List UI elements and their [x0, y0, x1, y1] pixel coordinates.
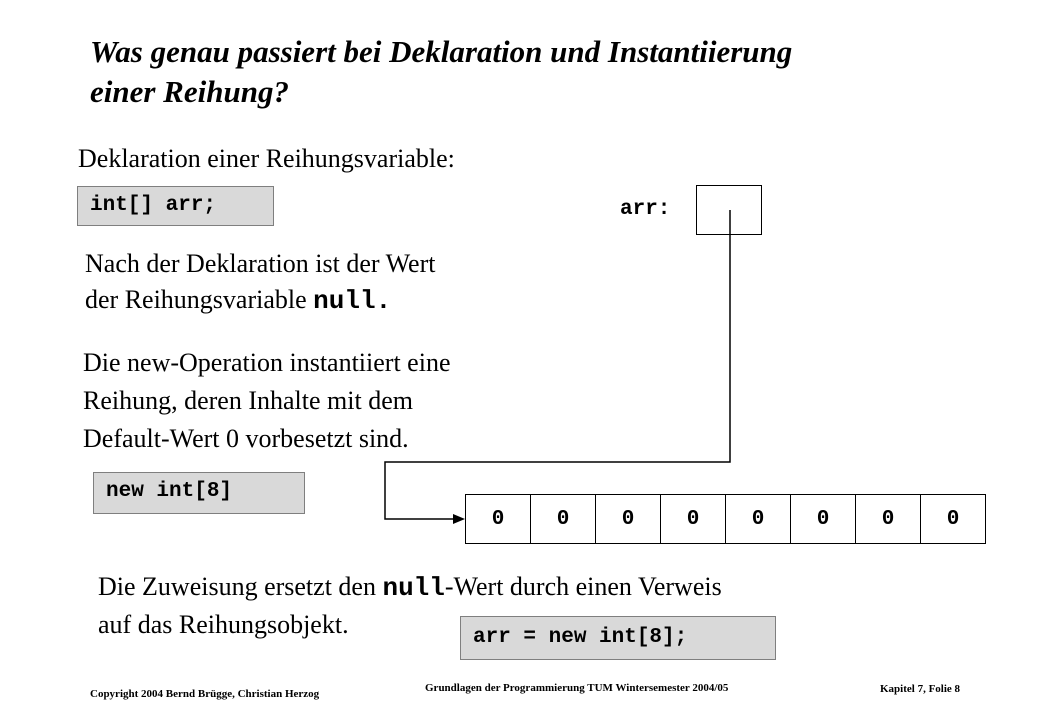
after-declaration-text: der Reihungsvariable	[85, 285, 314, 314]
after-declaration-line2: der Reihungsvariable null.	[85, 283, 391, 318]
footer-slide-ref: Kapitel 7, Folie 8	[880, 683, 961, 695]
null-code: null.	[313, 286, 392, 316]
declaration-heading: Deklaration einer Reihungsvariable:	[78, 144, 455, 173]
new-operation-line3: Default-Wert 0 vorbesetzt sind.	[83, 424, 409, 453]
variable-box	[696, 185, 762, 235]
slide-title: Was genau passiert bei Deklaration und I…	[90, 34, 793, 109]
after-declaration-line1: Nach der Deklaration ist der Wert	[85, 249, 436, 278]
assignment-text-pre: Die Zuweisung ersetzt den	[98, 572, 383, 601]
arrow-line	[384, 210, 731, 520]
code-declaration: int[] arr;	[77, 186, 274, 226]
variable-label: arr:	[620, 198, 671, 221]
code-new-array: new int[8]	[93, 472, 305, 514]
code-assignment: arr = new int[8];	[460, 616, 776, 660]
assignment-line1: Die Zuweisung ersetzt den null-Wert durc…	[98, 570, 722, 605]
footer-copyright: Copyright 2004 Bernd Brügge, Christian H…	[90, 688, 320, 700]
array-cell: 0	[920, 494, 986, 544]
footer-course: Grundlagen der Programmierung TUM Winter…	[425, 682, 729, 694]
new-operation-line2: Reihung, deren Inhalte mit dem	[83, 386, 413, 415]
new-operation-line1: Die new-Operation instantiiert eine	[83, 348, 451, 377]
assignment-line2: auf das Reihungsobjekt.	[98, 610, 349, 639]
arrow-head	[453, 514, 465, 524]
assignment-text-post: -Wert durch einen Verweis	[444, 572, 722, 601]
null-code-inline: null	[382, 573, 445, 603]
